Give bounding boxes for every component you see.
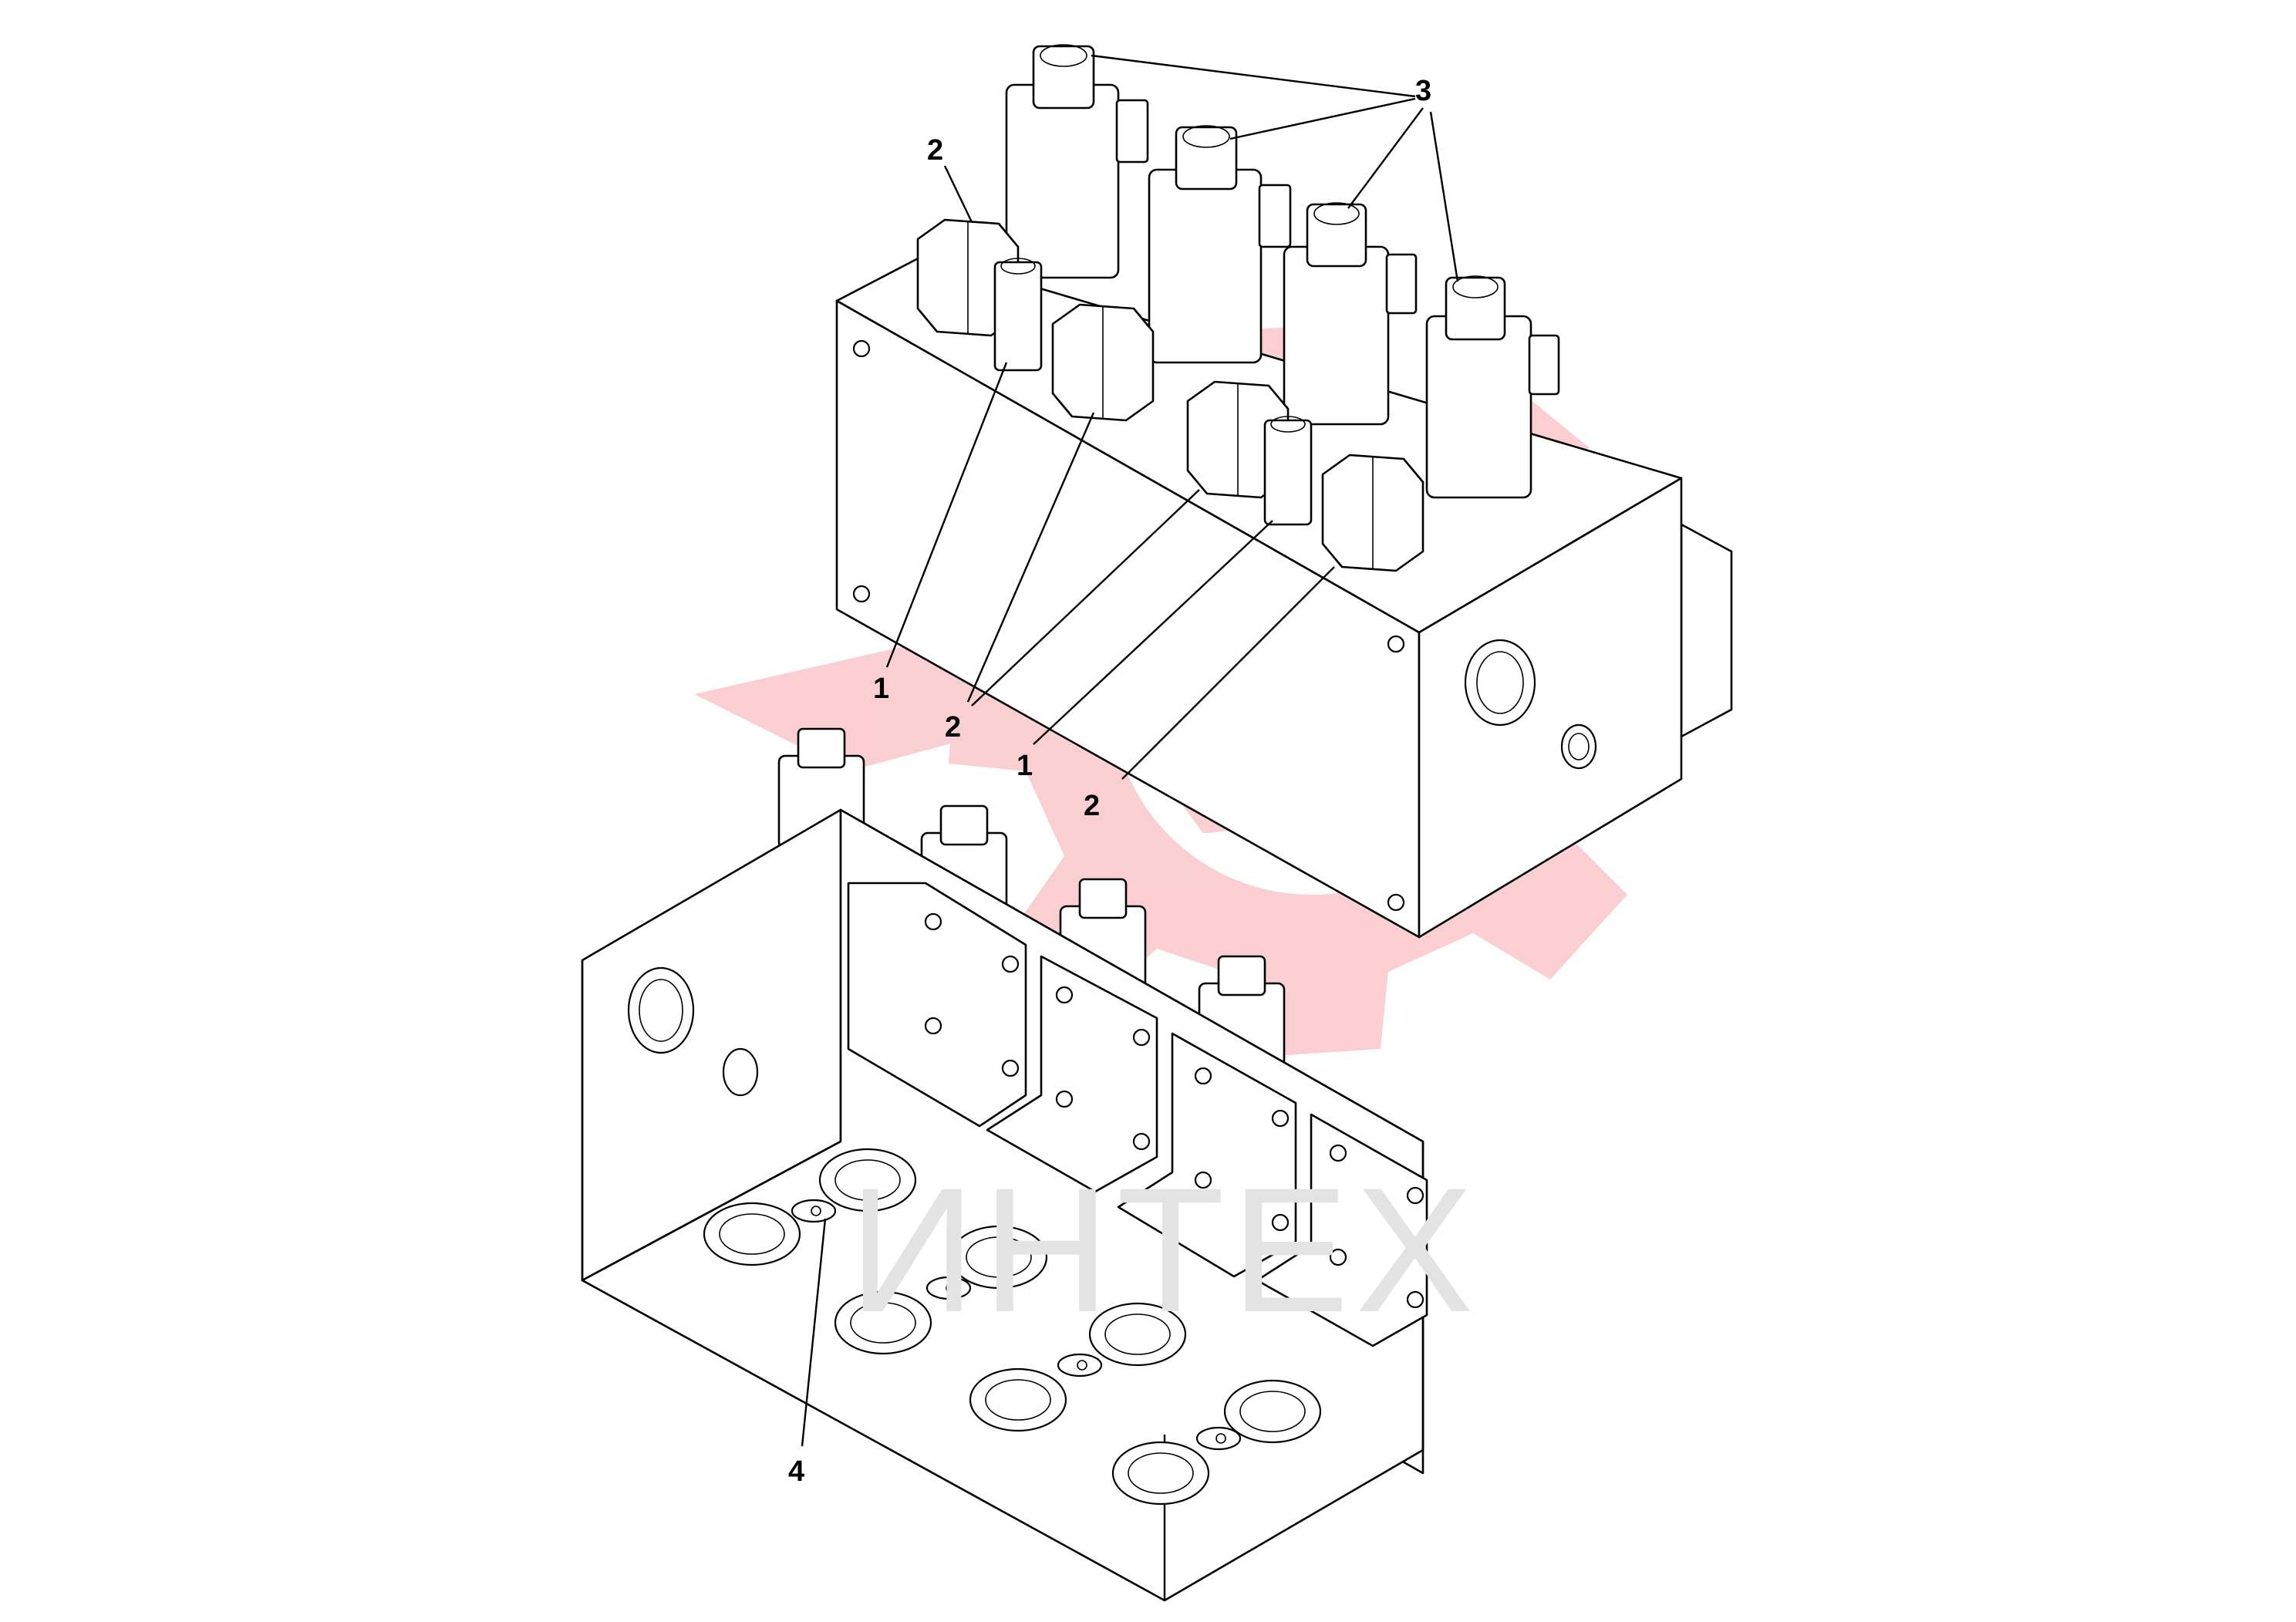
lower-side-port <box>627 966 695 1054</box>
upper-side-port-small-thread <box>1568 733 1590 760</box>
small-plug <box>1057 1353 1103 1378</box>
callout-1: 1 <box>1017 750 1033 782</box>
bottom-port <box>1088 1302 1187 1367</box>
mounting-plate <box>847 882 1027 1128</box>
lower-side-port-thread <box>639 979 683 1042</box>
upper-bolt-hole <box>852 585 871 603</box>
upper-bolt-hole <box>1387 635 1405 653</box>
upper-side-port-thread <box>1476 651 1524 714</box>
upper-side-port <box>1464 639 1536 727</box>
solenoid-valve <box>1148 125 1292 364</box>
bottom-port <box>1223 1379 1322 1444</box>
callouts: 3 2 1 2 1 2 4 <box>788 75 1431 1488</box>
plate-screws <box>924 912 1424 1309</box>
bottom-port <box>969 1367 1067 1432</box>
bottom-port <box>834 1290 932 1355</box>
callout-2: 2 <box>945 711 961 744</box>
mounting-plate <box>986 955 1158 1193</box>
callout-2: 2 <box>927 134 943 167</box>
hex-plug <box>1051 303 1155 422</box>
adjuster-screw <box>993 258 1043 372</box>
callout-2: 2 <box>1084 790 1100 822</box>
solenoid-valve <box>1425 275 1560 499</box>
small-plug <box>791 1199 837 1223</box>
callout-3: 3 <box>1415 75 1431 107</box>
upper-valve-block <box>835 44 1733 939</box>
watermark-text: ИНТЕХ <box>848 1151 1480 1349</box>
upper-bolt-hole <box>852 339 871 358</box>
bottom-port <box>1111 1441 1210 1506</box>
bottom-port <box>818 1148 917 1212</box>
bottom-port <box>949 1225 1048 1290</box>
leader-lines <box>801 54 1459 1447</box>
solenoid-valve <box>1005 44 1149 279</box>
upper-side-port-small <box>1560 723 1597 770</box>
mounting-plate <box>1256 1113 1428 1347</box>
callout-1: 1 <box>873 673 889 705</box>
lower-valve-block <box>581 727 1428 1602</box>
bottom-port <box>703 1202 801 1266</box>
adjuster-screw <box>1263 416 1313 526</box>
hex-plug <box>916 218 1020 337</box>
mounting-plate <box>1117 1032 1297 1278</box>
callout-4: 4 <box>788 1455 804 1488</box>
solenoid-valve <box>1283 202 1418 426</box>
hex-plug <box>1321 454 1424 572</box>
lower-side-port-small <box>722 1047 759 1097</box>
upper-end-plate <box>1680 523 1733 738</box>
upper-block-side <box>1418 477 1683 939</box>
small-plug <box>1195 1426 1242 1451</box>
upper-bolt-hole <box>1387 893 1405 912</box>
small-plug <box>925 1276 972 1300</box>
